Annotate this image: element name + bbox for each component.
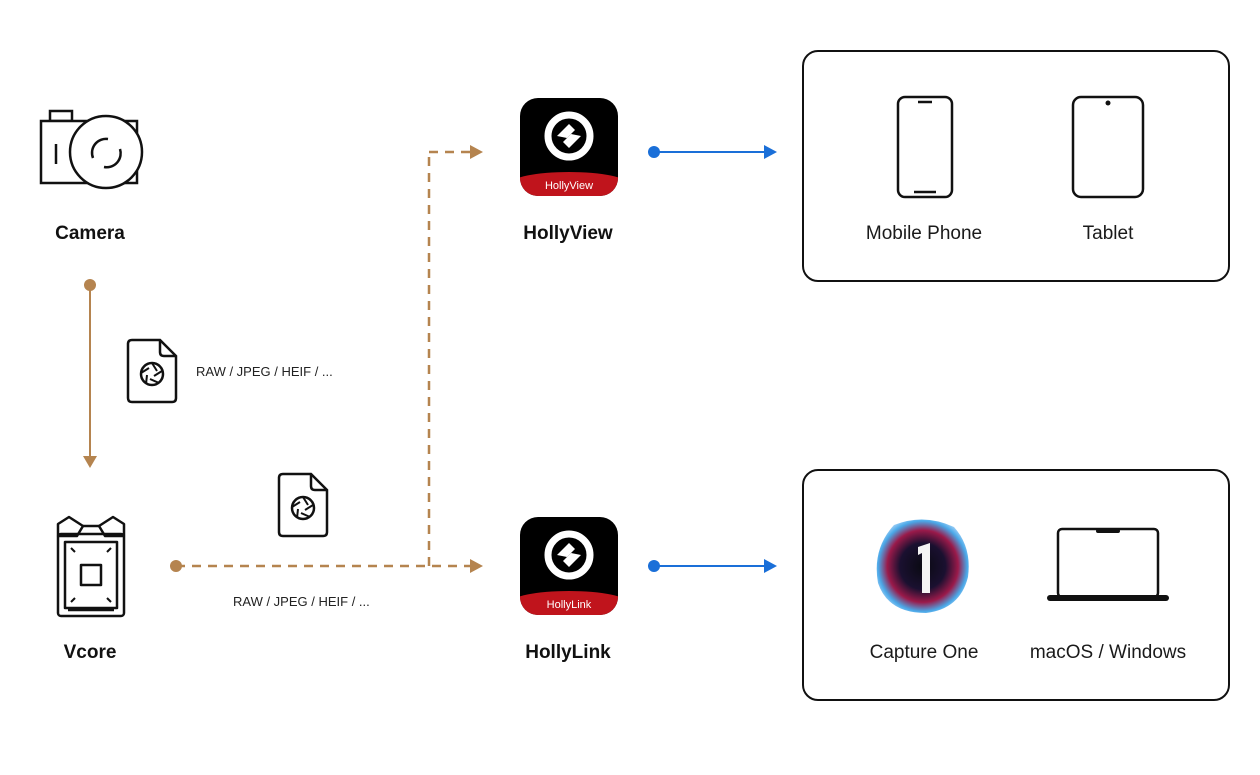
app-band-text: HollyLink (546, 599, 592, 611)
vcore-label: Vcore (63, 642, 117, 663)
capture-one-label: Capture One (869, 642, 979, 663)
capture-one-icon (876, 519, 969, 613)
vcore-backpack-icon (56, 515, 126, 618)
vcore-to-hollyview-arrow (427, 145, 483, 566)
tablet-device (1071, 95, 1145, 204)
image-file-icon (277, 472, 329, 538)
file-node-2 (277, 472, 329, 543)
laptop-device (1046, 527, 1170, 608)
vcore-node (55, 514, 127, 625)
hollylink-to-desktop-arrow (648, 559, 777, 573)
mobile-devices-group (802, 50, 1230, 282)
file-node-1 (126, 338, 178, 409)
app-band (520, 591, 618, 615)
tablet-icon (1071, 95, 1145, 199)
hollylink-app-icon[interactable]: HollyLink (520, 517, 618, 615)
hollyview-to-mobile-arrow (648, 145, 777, 159)
format-label-vcore-apps: RAW / JPEG / HEIF / ... (233, 594, 370, 609)
mobile-phone-icon (896, 95, 954, 199)
camera-label: Camera (55, 223, 125, 244)
capture-one-device (874, 517, 972, 620)
camera-node (38, 108, 146, 193)
tablet-label: Tablet (1082, 223, 1134, 244)
mobile-phone-device (896, 95, 954, 204)
vcore-to-hollylink-arrow (170, 559, 483, 573)
camera-icon (39, 109, 144, 190)
holly-logo-icon (544, 530, 594, 580)
mobile-phone-label: Mobile Phone (865, 223, 983, 244)
holly-logo-icon (544, 111, 594, 161)
hollyview-label: HollyView (523, 223, 613, 244)
laptop-icon (1047, 527, 1169, 601)
app-band-text: HollyView (544, 180, 594, 192)
hollylink-label: HollyLink (525, 642, 611, 663)
app-band (520, 172, 618, 196)
format-label-camera-vcore: RAW / JPEG / HEIF / ... (196, 364, 333, 379)
laptop-label: macOS / Windows (1029, 642, 1187, 663)
camera-to-vcore-arrow (83, 279, 97, 468)
hollyview-app-icon[interactable]: HollyView (520, 98, 618, 196)
image-file-icon (126, 338, 178, 404)
